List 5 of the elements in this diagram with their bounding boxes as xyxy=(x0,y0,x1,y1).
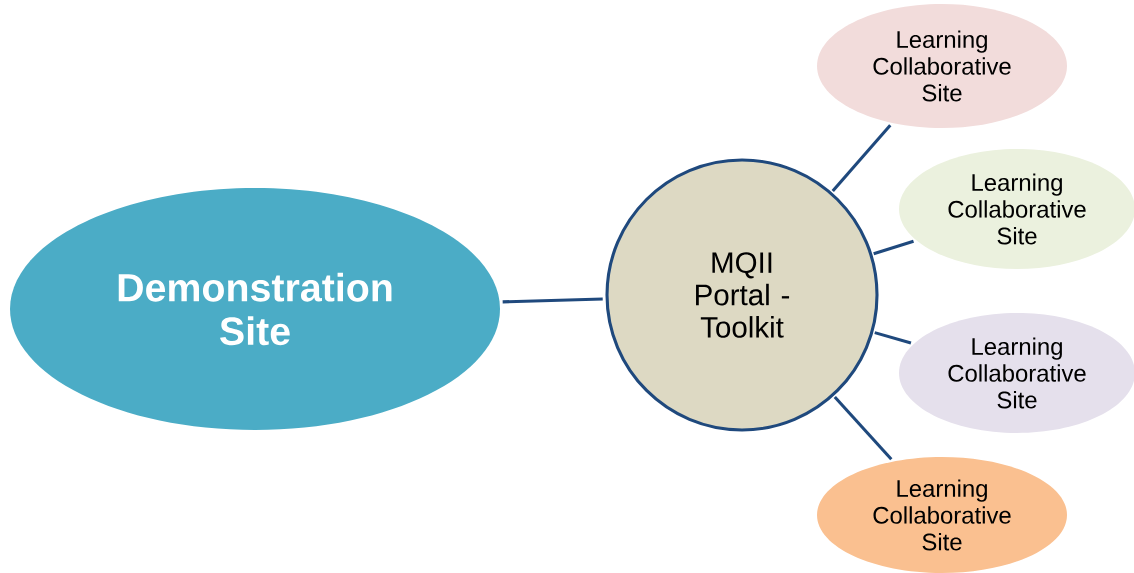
connector-line xyxy=(874,331,912,345)
connector-line xyxy=(831,124,892,193)
connector-line xyxy=(502,297,603,304)
connector-line xyxy=(873,239,914,256)
connector-line xyxy=(833,396,893,461)
